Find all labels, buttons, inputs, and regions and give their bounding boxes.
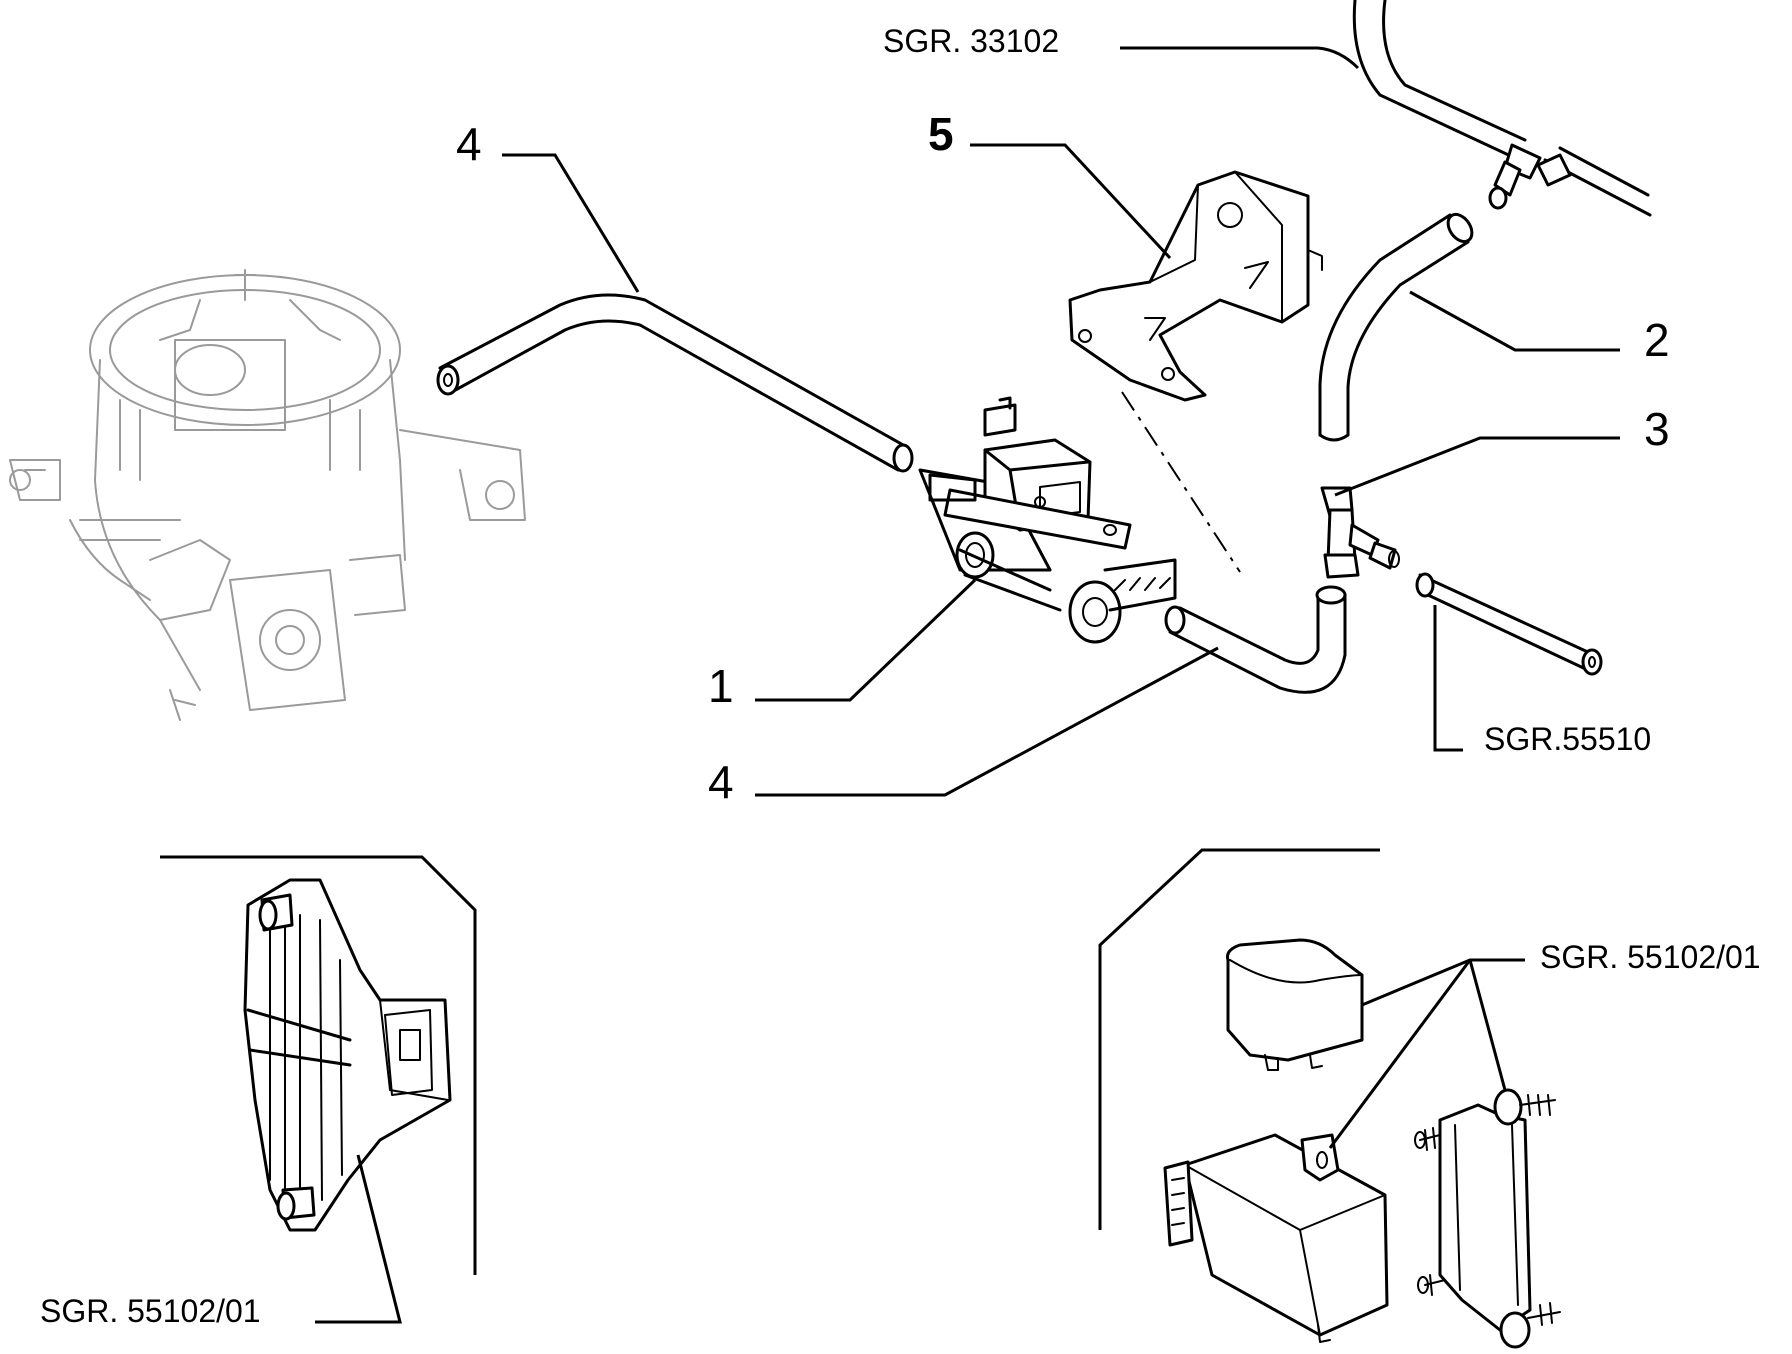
ref-sgr-55102-01-right: SGR. 55102/01 [1540, 939, 1761, 975]
t-fitting-3 [1320, 486, 1400, 579]
hose-sgr-33102 [1352, 0, 1652, 217]
callout-1: 1 [708, 660, 734, 712]
assembly-dashed-line [1121, 391, 1241, 573]
leader-lines [315, 46, 1620, 1324]
relay-group-frame [1098, 848, 1380, 1230]
relay [1226, 938, 1364, 1071]
hose-2 [1318, 212, 1474, 442]
callout-5: 5 [928, 108, 954, 160]
mounting-plate [1414, 1088, 1561, 1349]
callout-4-top: 4 [456, 118, 482, 170]
control-module [1163, 1133, 1389, 1343]
ref-sgr-33102: SGR. 33102 [883, 23, 1059, 59]
tube-sgr-55510 [1415, 572, 1603, 676]
ecu-module-left [243, 878, 452, 1232]
hose-4-upper [436, 293, 914, 473]
ref-sgr-55102-01-left: SGR. 55102/01 [40, 1293, 261, 1329]
carburetor-illustration [9, 269, 526, 721]
hose-4-lower [1164, 585, 1347, 694]
ecu-left-frame [160, 855, 477, 1275]
solenoid-valve-1 [918, 396, 1177, 644]
callout-3: 3 [1644, 403, 1670, 455]
callout-4-bottom: 4 [708, 756, 734, 808]
callout-2: 2 [1644, 314, 1670, 366]
ref-sgr-55510: SGR.55510 [1484, 721, 1651, 757]
bracket-5 [1068, 170, 1323, 402]
